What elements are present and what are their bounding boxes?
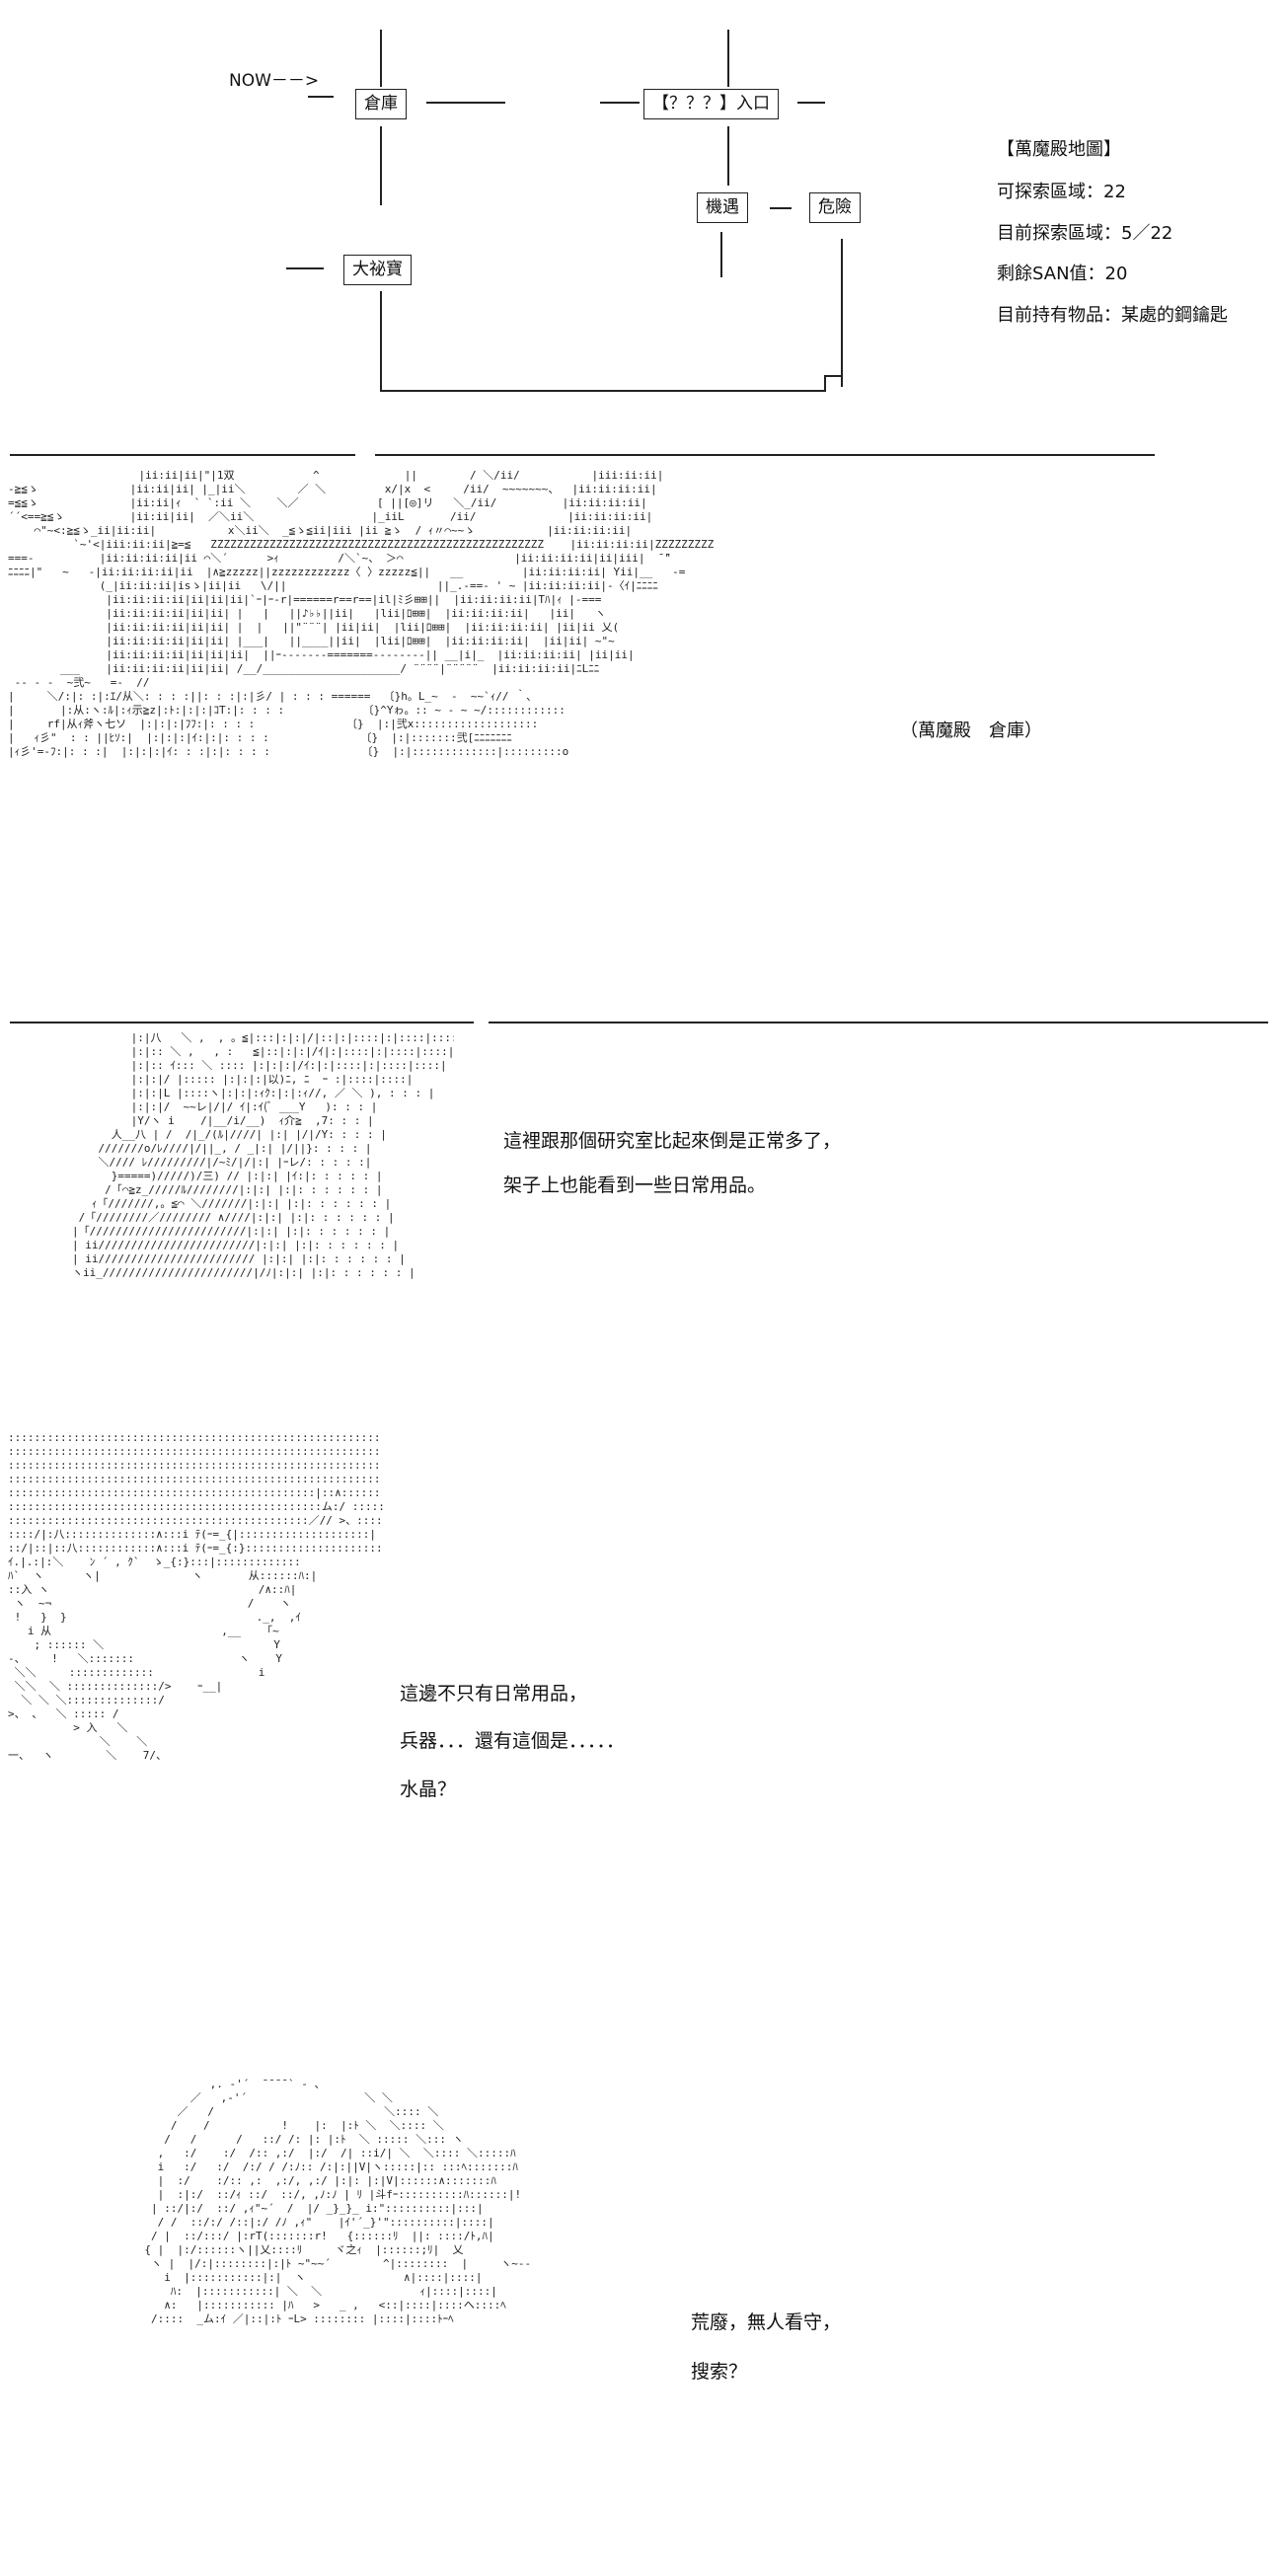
separator	[375, 454, 1155, 456]
status-explored: 目前探索區域：5／22	[997, 223, 1173, 244]
dialogue2-line2: 兵器．．．還有這個是．．．．．	[400, 1730, 626, 1752]
status-san: 剩餘SAN值：20	[997, 264, 1128, 284]
character-illustration-1: |:|八 ＼ , , 。≦|:::|:|:|/|::|:|::::|:|::::…	[71, 1031, 454, 1279]
dialogue2-line1: 這邊不只有日常用品，	[400, 1683, 588, 1705]
character-illustration-3: ,. ‐'´ ̄ ̄ ̄ ̄ ` ‐ 、 ／ ,-'´ ＼ ＼ ／ / ＼:::…	[144, 2078, 532, 2325]
status-items: 目前持有物品：某處的鋼鑰匙	[997, 305, 1228, 326]
status-explorable: 可探索區域：22	[997, 182, 1126, 202]
map-node-warehouse[interactable]: 倉庫	[355, 89, 407, 119]
map-node-entrance[interactable]: 【？？？】入口	[643, 89, 779, 119]
dialogue3-line1: 荒廢，無人看守，	[691, 2311, 842, 2333]
dialogue2-line3: 水晶？	[400, 1779, 457, 1800]
separator	[10, 1022, 474, 1023]
status-title: 【萬魔殿地圖】	[997, 139, 1121, 160]
warehouse-illustration: |ii:ii|ii|"|1双 ^ || / ＼/ii/ |iii:ii:ii| …	[8, 469, 715, 758]
separator	[489, 1022, 1268, 1023]
now-label: NOW－－>	[229, 71, 320, 91]
map-node-danger[interactable]: 危險	[809, 192, 861, 223]
map-node-treasure[interactable]: 大祕寶	[343, 255, 412, 285]
dialogue1-line2: 架子上也能看到一些日常用品。	[503, 1174, 767, 1196]
map-node-opportunity[interactable]: 機遇	[697, 192, 748, 223]
dialogue3-line2: 搜索？	[691, 2361, 748, 2383]
scene1-caption: （萬魔殿 倉庫）	[900, 720, 1042, 741]
dialogue1-line1: 這裡跟那個研究室比起來倒是正常多了，	[503, 1130, 842, 1152]
separator	[10, 454, 355, 456]
character-illustration-2: ::::::::::::::::::::::::::::::::::::::::…	[8, 1431, 383, 1762]
